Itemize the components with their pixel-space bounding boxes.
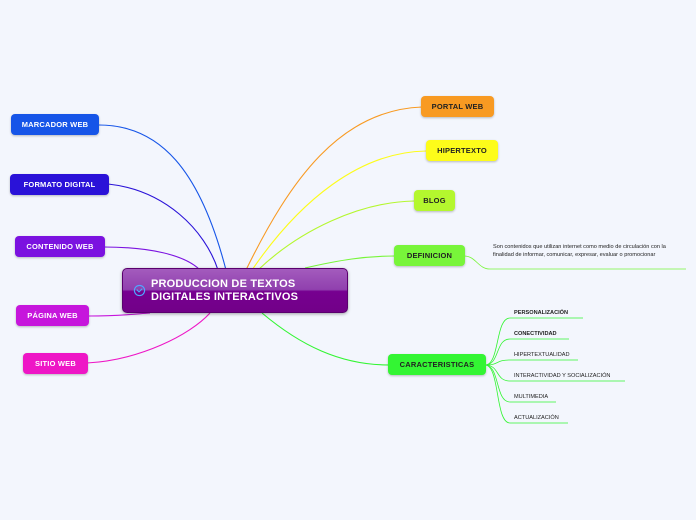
node-portal-web[interactable]: PORTAL WEB xyxy=(421,96,494,117)
link-hipertexto xyxy=(251,150,427,271)
node-hipertexto[interactable]: HIPERTEXTO xyxy=(426,140,498,161)
definicion-note: Son contenidos que utilizan internet com… xyxy=(493,244,666,258)
link-marcador-web xyxy=(98,124,227,271)
node-marcador-web[interactable]: MARCADOR WEB xyxy=(11,114,99,135)
link-sitio-web xyxy=(86,312,211,364)
link-pagina-web xyxy=(88,312,151,317)
node-contenido-web[interactable]: CONTENIDO WEB xyxy=(15,236,105,257)
sync-icon xyxy=(133,284,146,297)
link-conectividad xyxy=(484,338,569,366)
leaf-personalizacion[interactable]: PERSONALIZACIÓN xyxy=(514,310,569,316)
leaf-actualizacion[interactable]: ACTUALIZACIÓN xyxy=(514,415,559,421)
central-topic-title: PRODUCCION DE TEXTOS DIGITALES INTERACTI… xyxy=(151,278,299,303)
leaf-multimedia[interactable]: MULTIMEDIA xyxy=(514,394,549,400)
node-sitio-web[interactable]: SITIO WEB xyxy=(23,353,88,374)
link-multimedia xyxy=(484,364,556,403)
link-portal-web xyxy=(245,106,423,271)
leaf-hipertextualidad[interactable]: HIPERTEXTUALIDAD xyxy=(514,352,570,358)
link-formato-digital xyxy=(107,183,219,271)
link-definicion xyxy=(304,255,396,269)
link-interactividad xyxy=(484,364,625,382)
node-formato-digital[interactable]: FORMATO DIGITAL xyxy=(10,174,109,195)
link-hipertextualidad xyxy=(484,359,578,366)
link-actualizacion xyxy=(484,364,568,424)
caracteristicas-leaf-links xyxy=(484,317,625,424)
link-contenido-web xyxy=(103,246,201,271)
leaf-interactividad-socializacion[interactable]: INTERACTIVIDAD Y SOCIALIZACIÓN xyxy=(514,373,611,379)
node-pagina-web[interactable]: PÁGINA WEB xyxy=(16,305,89,326)
node-caracteristicas[interactable]: CARACTERISTICAS xyxy=(388,354,486,375)
link-definicion-note xyxy=(463,255,686,270)
leaf-conectividad[interactable]: CONECTIVIDAD xyxy=(514,331,557,337)
link-personalizacion xyxy=(484,317,583,366)
link-caracteristicas xyxy=(261,312,390,366)
central-topic[interactable]: PRODUCCION DE TEXTOS DIGITALES INTERACTI… xyxy=(122,268,348,313)
link-blog xyxy=(257,200,415,271)
node-definicion[interactable]: DEFINICION xyxy=(394,245,465,266)
node-blog[interactable]: BLOG xyxy=(414,190,455,211)
